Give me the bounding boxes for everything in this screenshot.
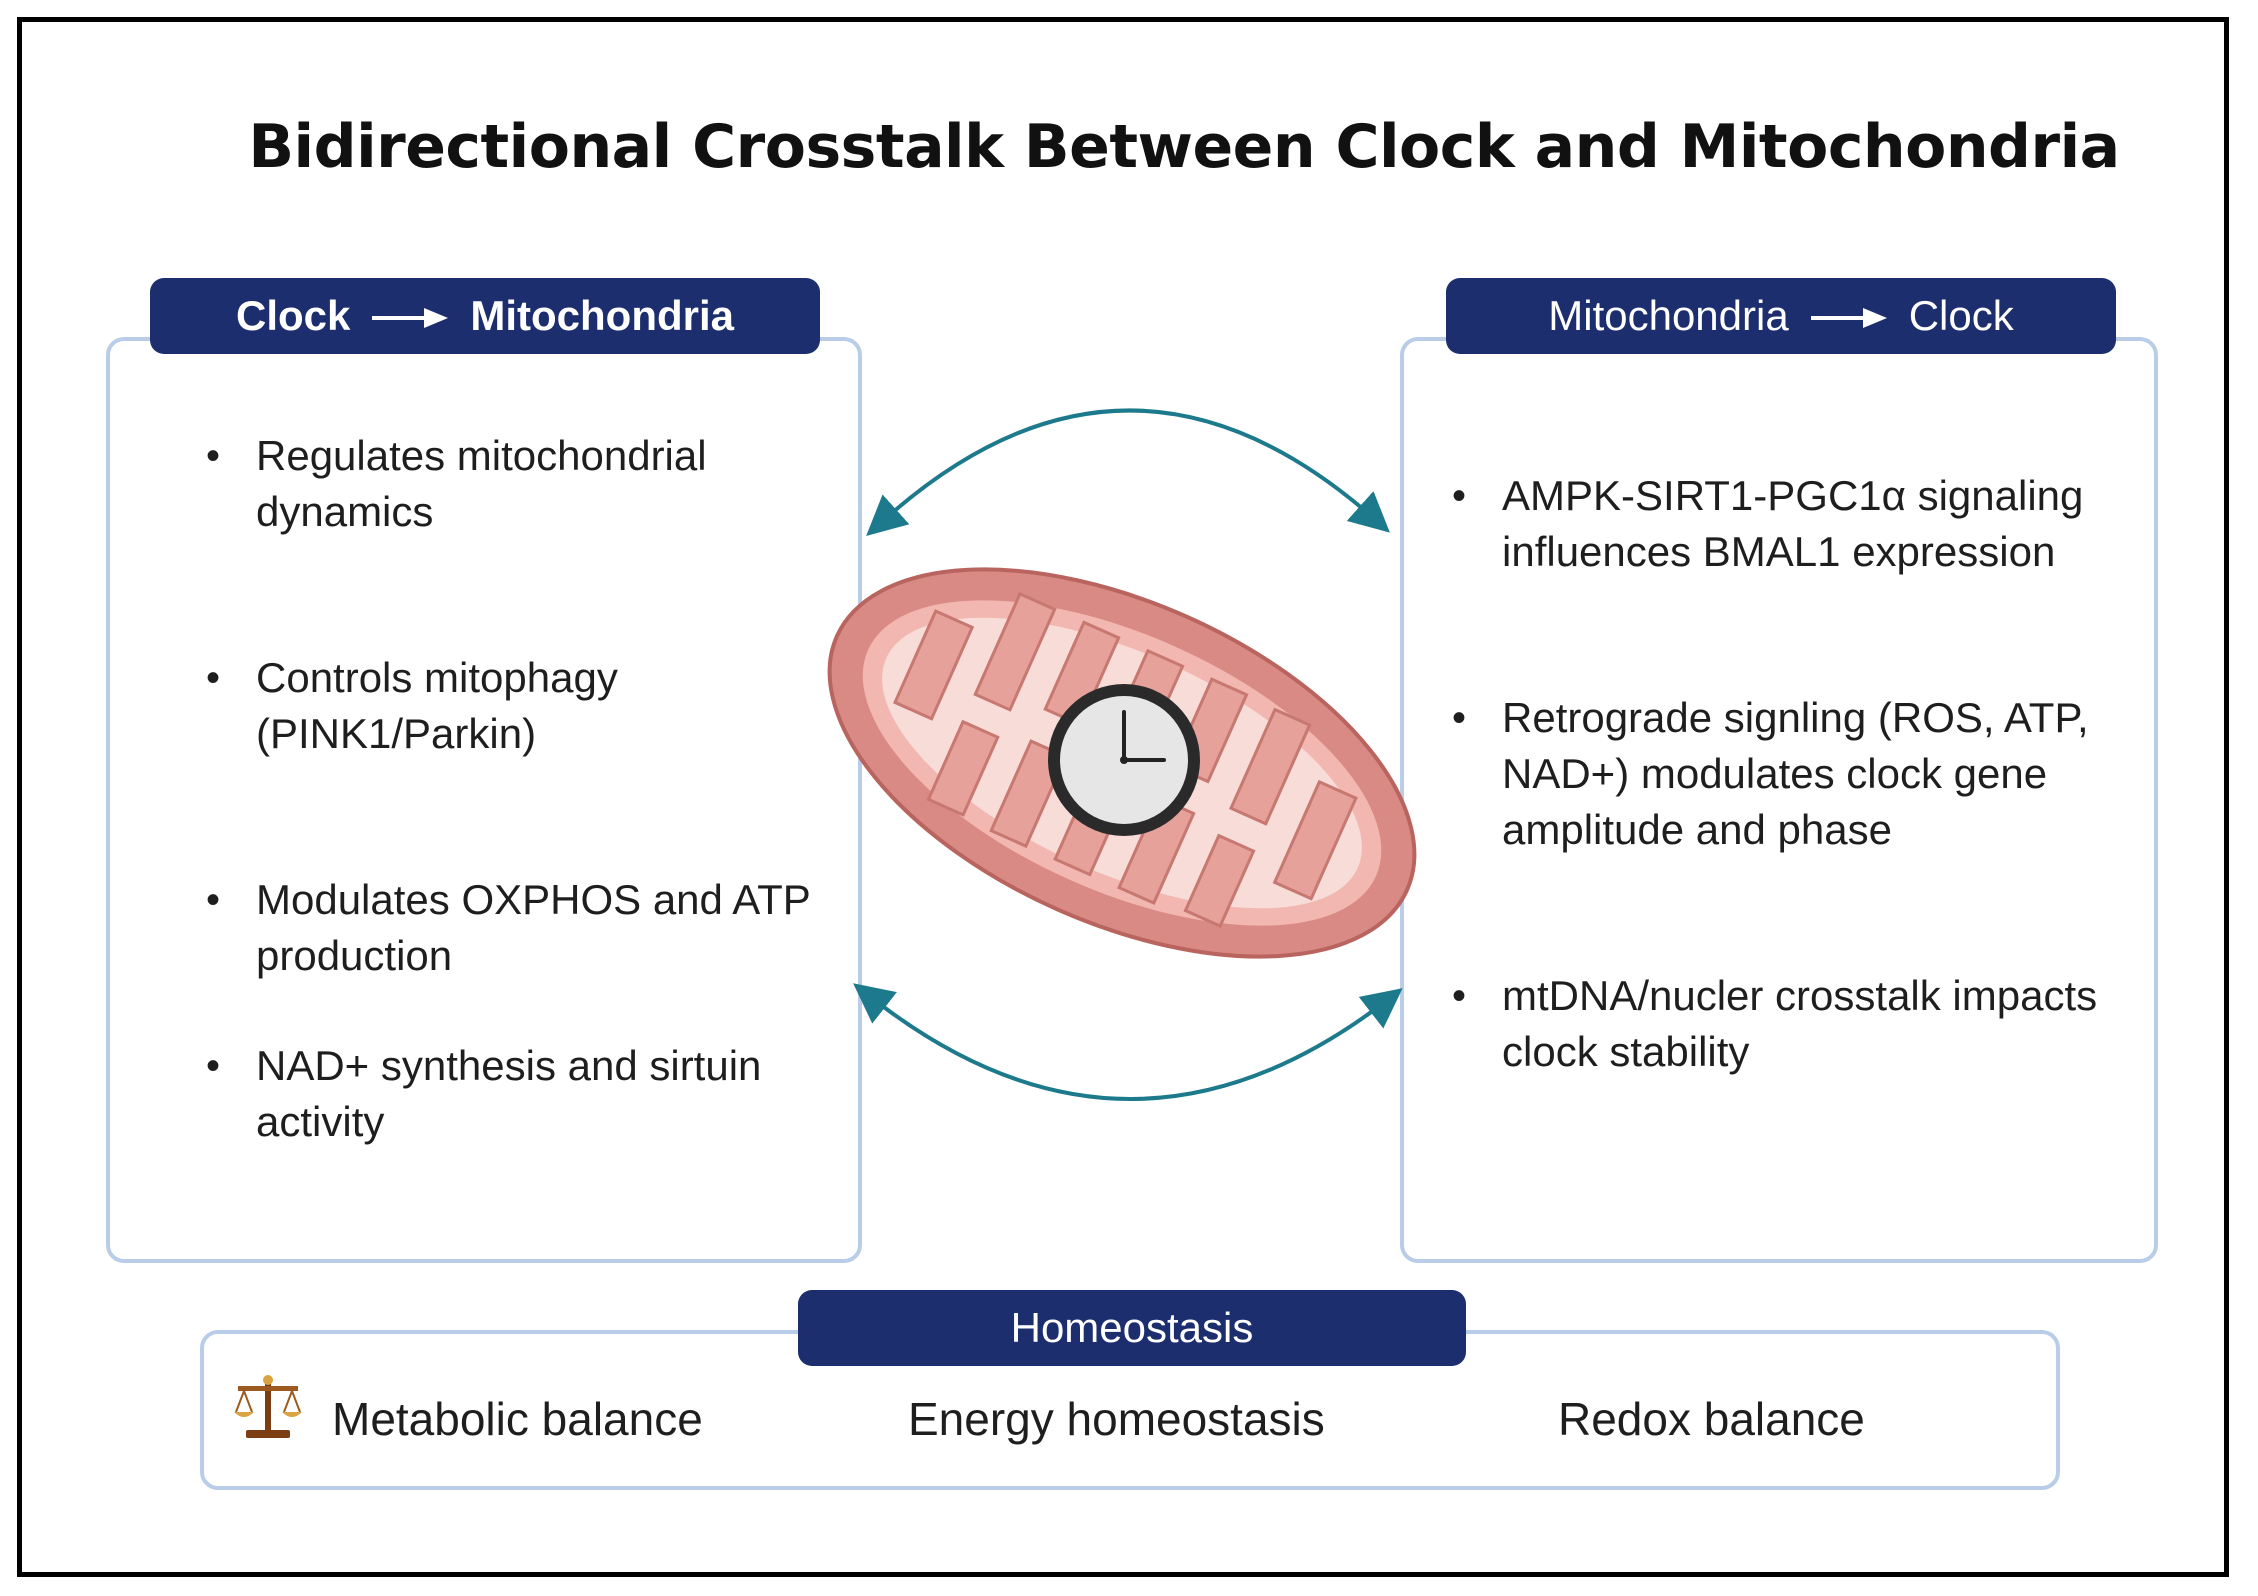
list-item: NAD+ synthesis and sirtuin activity xyxy=(206,1038,826,1150)
clock-to-mito-header: Clock Mitochondria xyxy=(150,278,820,354)
list-item: Retrograde signling (ROS, ATP, NAD+) mod… xyxy=(1452,690,2142,858)
bottom-arc-arrow-icon xyxy=(853,983,1403,1101)
homeostasis-item-metabolic: Metabolic balance xyxy=(332,1393,703,1445)
homeostasis-item-redox: Redox balance xyxy=(1558,1393,1865,1445)
homeostasis-item-energy: Energy homeostasis xyxy=(908,1393,1325,1445)
list-item: Controls mitophagy (PINK1/Parkin) xyxy=(206,650,826,762)
top-arc-arrow-icon xyxy=(866,408,1390,536)
header-to-label: Mitochondria xyxy=(470,292,735,339)
right-arrow-icon xyxy=(1810,292,1887,340)
list-item: AMPK-SIRT1-PGC1α signaling influences BM… xyxy=(1452,468,2142,580)
clock-icon xyxy=(1048,684,1200,836)
right-arrow-icon xyxy=(372,292,449,340)
mito-to-clock-header: Mitochondria Clock xyxy=(1446,278,2116,354)
header-from-label: Mitochondria xyxy=(1548,292,1789,339)
list-item: Regulates mitochondrial dynamics xyxy=(206,428,826,540)
list-item: Modulates OXPHOS and ATP production xyxy=(206,872,826,984)
header-to-label: Clock xyxy=(1908,292,2014,339)
homeostasis-header: Homeostasis xyxy=(798,1290,1466,1366)
header-from-label: Clock xyxy=(235,292,351,339)
figure-title: Bidirectional Crosstalk Between Clock an… xyxy=(248,112,2120,182)
balance-scale-icon xyxy=(234,1375,302,1438)
list-item: mtDNA/nucler crosstalk impacts clock sta… xyxy=(1452,968,2142,1080)
